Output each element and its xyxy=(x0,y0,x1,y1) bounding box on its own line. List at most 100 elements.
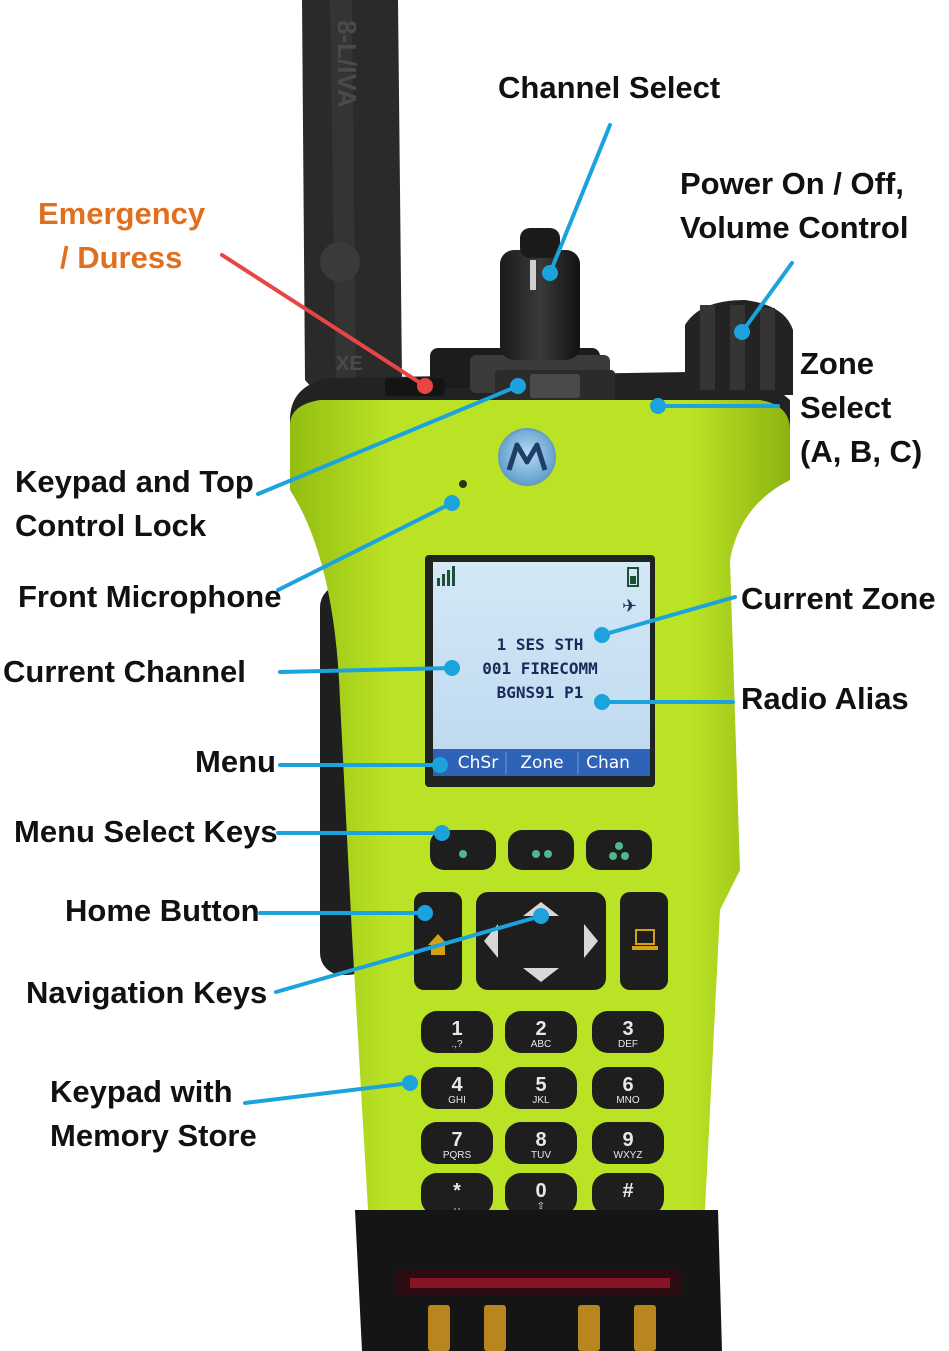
keypad-key[interactable]: *␣ xyxy=(421,1173,493,1215)
keypad-key-letters: GHI xyxy=(448,1095,466,1106)
keypad-key-cap[interactable] xyxy=(421,1173,493,1215)
label-zone-line1: Zone xyxy=(800,346,875,381)
keypad-key-cap[interactable] xyxy=(421,1067,493,1109)
battery-icon xyxy=(627,567,639,587)
keypad-key-letters: ⇧ xyxy=(537,1201,545,1212)
display-screen: ✈ 1 SES STH 001 FIRECOMM BGNS91 P1 ChSr … xyxy=(425,555,655,787)
keypad-key-number: 3 xyxy=(622,1018,633,1040)
label-menu-select-keys: Menu Select Keys xyxy=(14,814,278,849)
keypad-key-number: 4 xyxy=(451,1074,463,1096)
keypad-key-letters: WXYZ xyxy=(614,1150,643,1161)
keypad-key-letters: DEF xyxy=(618,1039,638,1050)
label-menu: Menu xyxy=(195,744,276,779)
keypad-key-cap[interactable] xyxy=(592,1122,664,1164)
keypad-key-cap[interactable] xyxy=(592,1067,664,1109)
antenna-text: 8-L/IVA xyxy=(332,20,362,108)
softkey-label: Chan xyxy=(586,753,630,773)
keypad-key-number: * xyxy=(453,1180,461,1202)
data-button[interactable] xyxy=(620,892,668,990)
label-zone-line2: Select xyxy=(800,390,892,425)
keypad-key-cap[interactable] xyxy=(421,1011,493,1053)
leader-power xyxy=(740,261,794,334)
computer-icon xyxy=(632,929,658,950)
keypad-key-letters: JKL xyxy=(532,1095,550,1106)
antenna: 8-L/IVA XE xyxy=(302,0,402,395)
keypad-key-number: 8 xyxy=(535,1129,546,1151)
leader-current-channel xyxy=(278,666,454,674)
leader-emergency xyxy=(220,253,427,388)
keypad-key-letters: TUV xyxy=(531,1150,551,1161)
antenna-badge: XE xyxy=(336,353,363,375)
navigation-keys[interactable] xyxy=(476,892,606,990)
keypad-key-letters: MNO xyxy=(616,1095,640,1106)
leader-keypad-lock xyxy=(256,384,520,496)
antenna-logo-icon xyxy=(320,242,360,282)
leader-keypad xyxy=(243,1081,412,1105)
keypad-key-number: 5 xyxy=(535,1074,546,1096)
keypad-key-cap[interactable] xyxy=(505,1173,577,1215)
keypad-key-cap[interactable] xyxy=(505,1011,577,1053)
label-power-line1: Power On / Off, xyxy=(680,166,904,201)
label-emergency-line2: / Duress xyxy=(60,240,183,275)
leader-channel-select xyxy=(548,123,612,275)
keypad-key[interactable]: # xyxy=(592,1173,664,1215)
label-emergency-line1: Emergency xyxy=(38,196,206,231)
keypad-key-number: 6 xyxy=(622,1074,633,1096)
softkey-label: Zone xyxy=(520,753,563,773)
label-power-volume: Power On / Off, Volume Control xyxy=(680,162,908,250)
keypad-key-number: 1 xyxy=(451,1018,462,1040)
front-microphone-hole xyxy=(459,480,467,488)
keypad-key-cap[interactable] xyxy=(592,1011,664,1053)
keypad-key-number: # xyxy=(622,1180,633,1202)
keypad-key-letters: PQRS xyxy=(443,1150,472,1161)
keypad-key-cap[interactable] xyxy=(505,1122,577,1164)
keypad-key-cap[interactable] xyxy=(592,1173,664,1215)
keypad-key-number: 9 xyxy=(622,1129,633,1151)
label-navigation-keys: Navigation Keys xyxy=(26,975,268,1010)
keypad-key-number: 7 xyxy=(451,1129,462,1151)
label-emergency: Emergency / Duress xyxy=(38,192,205,280)
softkey-label: ChSr xyxy=(458,753,498,773)
menu-select-key-2[interactable] xyxy=(508,830,574,870)
keypad-key[interactable]: 0⇧ xyxy=(505,1173,577,1215)
keypad-key[interactable]: 1.,? xyxy=(421,1011,493,1053)
label-current-channel: Current Channel xyxy=(3,654,246,689)
keypad-key-number: 2 xyxy=(535,1018,546,1040)
label-keypad-lock: Keypad and Top Control Lock xyxy=(15,460,254,548)
channel-select-knob[interactable] xyxy=(470,228,610,393)
label-keypad-lock-line1: Keypad and Top xyxy=(15,464,254,499)
motorola-logo-icon xyxy=(498,428,556,486)
battery-pack xyxy=(355,1210,722,1351)
leader-lines xyxy=(220,123,794,1105)
display-zone: 1 SES STH xyxy=(497,635,584,654)
keypad-key-cap[interactable] xyxy=(505,1067,577,1109)
label-power-line2: Volume Control xyxy=(680,210,909,245)
label-zone-line3: (A, B, C) xyxy=(800,434,923,469)
label-front-microphone: Front Microphone xyxy=(18,579,282,614)
label-keypad-memory: Keypad with Memory Store xyxy=(50,1070,257,1158)
keypad-key-letters: .,? xyxy=(451,1039,463,1050)
airplane-icon: ✈ xyxy=(622,596,637,617)
volume-knob[interactable] xyxy=(685,300,793,395)
display-channel: 001 FIRECOMM xyxy=(482,659,598,678)
label-radio-alias: Radio Alias xyxy=(741,681,909,716)
menu-select-keys xyxy=(430,830,652,870)
label-current-zone: Current Zone xyxy=(741,581,936,616)
leader-front-mic xyxy=(276,501,454,592)
label-keypad-lock-line2: Control Lock xyxy=(15,508,207,543)
top-control-lock-switch[interactable] xyxy=(495,370,615,402)
label-home-button: Home Button xyxy=(65,893,260,928)
keypad-key-cap[interactable] xyxy=(421,1122,493,1164)
radio-body xyxy=(290,400,790,1210)
keypad-key-number: 0 xyxy=(535,1180,546,1202)
